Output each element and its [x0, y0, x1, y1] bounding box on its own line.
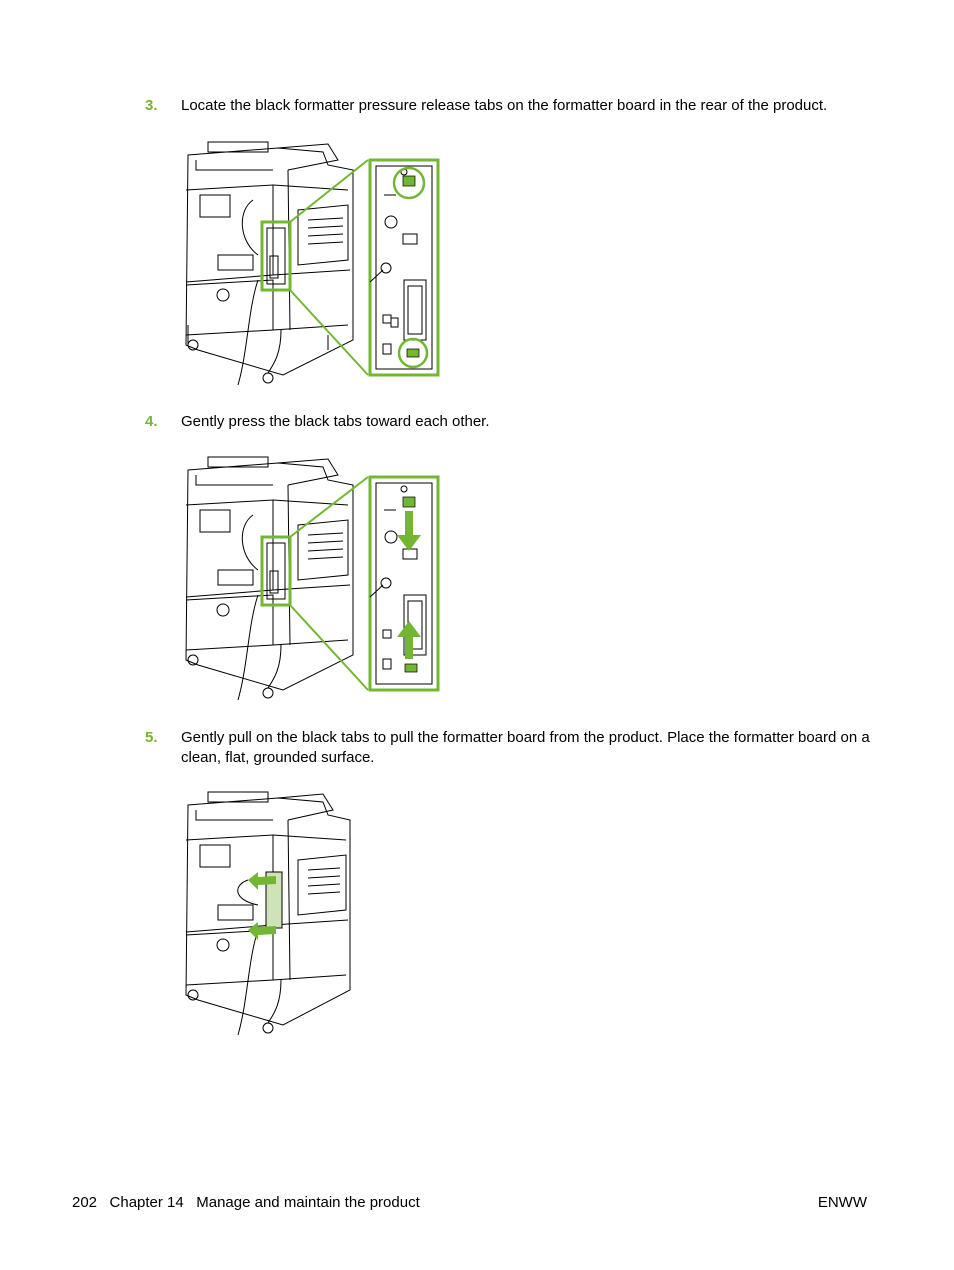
pull-arrow-icon [248, 872, 276, 890]
pull-arrow-icon [248, 922, 276, 940]
step-number: 4. [145, 413, 158, 430]
up-arrow-icon [397, 621, 421, 659]
printer-figure-locate-tabs [185, 141, 440, 386]
formatter-highlight [260, 220, 292, 292]
bottom-tab [404, 663, 418, 673]
step-number: 3. [145, 97, 158, 114]
top-tab [402, 496, 416, 508]
top-tab [402, 175, 416, 187]
bottom-tab-circle [397, 337, 429, 369]
down-arrow-icon [397, 511, 421, 551]
printer-figure-press-tabs [185, 456, 440, 701]
step-text: Gently press the black tabs toward each … [181, 413, 490, 430]
top-tab-circle [392, 166, 426, 200]
bottom-tab [406, 348, 420, 358]
footer-right: ENWW [817, 1194, 867, 1211]
step-number: 5. [145, 729, 158, 746]
footer-left: 202 Chapter 14 Manage and maintain the p… [72, 1194, 420, 1211]
step-text: Locate the black formatter pressure rele… [181, 97, 828, 114]
formatter-zoom-panel [368, 475, 440, 692]
printer-figure-pull-board [185, 791, 351, 1036]
formatter-highlight [260, 535, 292, 607]
step-text: Gently pull on the black tabs to pull th… [181, 729, 870, 766]
